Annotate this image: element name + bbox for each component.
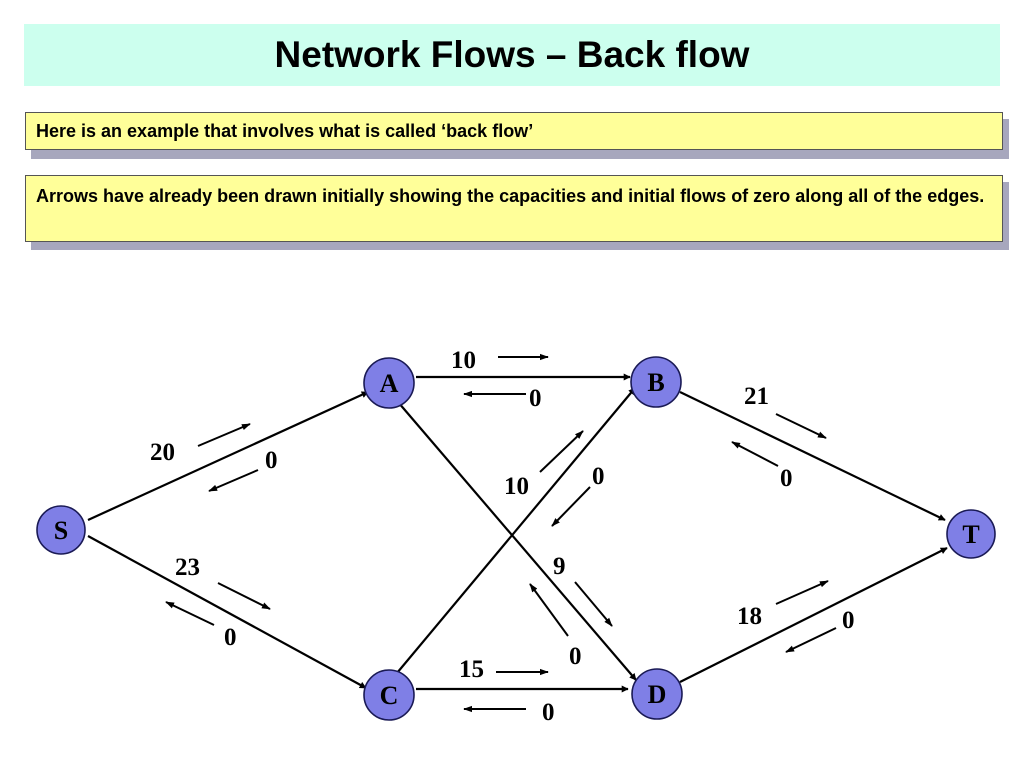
arrow-c-b-capacity (539, 430, 584, 473)
label-c-b-capacity: 10 (504, 473, 529, 500)
description-note: Arrows have already been drawn initially… (25, 175, 1003, 242)
node-c-label: C (380, 681, 399, 710)
arrow-s-c-flow (165, 601, 215, 626)
edge-c-b (396, 387, 636, 674)
label-a-b-capacity: 10 (451, 347, 476, 374)
node-d-label: D (648, 680, 667, 709)
arrow-b-t-capacity (775, 413, 827, 439)
arrow-s-c-capacity (217, 582, 271, 610)
node-t-label: T (962, 520, 979, 549)
slide-title: Network Flows – Back flow (274, 34, 750, 75)
edge-b-t (679, 391, 946, 521)
label-b-t-capacity: 21 (744, 383, 769, 410)
nodes: S A B C D T (36, 356, 996, 721)
node-b-label: B (647, 368, 664, 397)
arrow-c-b-flow (551, 486, 591, 527)
label-s-a-capacity: 20 (150, 439, 175, 466)
node-a[interactable]: A (363, 357, 415, 409)
edge-d-t (679, 547, 948, 683)
edges (87, 373, 948, 693)
intro-note: Here is an example that involves what is… (25, 112, 1003, 150)
label-c-b-flow: 0 (592, 463, 605, 490)
edge-a-d (397, 401, 637, 681)
label-b-t-flow: 0 (780, 465, 793, 492)
title-bar: Network Flows – Back flow (24, 24, 1000, 86)
arrow-d-t-flow (785, 627, 837, 653)
arrow-d-t-capacity (775, 580, 829, 605)
edge-s-a (87, 390, 369, 522)
node-b[interactable]: B (630, 356, 682, 408)
label-d-t-capacity: 18 (737, 603, 762, 630)
label-s-c-capacity: 23 (175, 554, 200, 581)
label-s-a-flow: 0 (265, 447, 278, 474)
node-s-label: S (54, 516, 68, 545)
node-d[interactable]: D (631, 668, 683, 720)
node-s[interactable]: S (36, 505, 86, 555)
label-c-d-flow: 0 (542, 699, 555, 726)
arrow-a-d-flow (529, 583, 569, 637)
node-a-label: A (380, 369, 399, 398)
edge-labels: 20 0 23 0 10 0 9 0 10 0 15 0 21 0 18 0 (150, 347, 855, 726)
arrow-s-a-capacity (197, 423, 251, 447)
label-s-c-flow: 0 (224, 624, 237, 651)
arrow-a-d-capacity (574, 581, 613, 627)
label-a-d-capacity: 9 (553, 553, 566, 580)
node-c[interactable]: C (363, 669, 415, 721)
arrow-s-a-flow (208, 469, 259, 492)
edge-s-c (87, 535, 367, 689)
arrow-b-t-flow (731, 441, 779, 467)
flow-arrows (165, 353, 837, 713)
label-d-t-flow: 0 (842, 607, 855, 634)
label-a-d-flow: 0 (569, 643, 582, 670)
node-t[interactable]: T (946, 509, 996, 559)
label-c-d-capacity: 15 (459, 656, 484, 683)
label-a-b-flow: 0 (529, 385, 542, 412)
